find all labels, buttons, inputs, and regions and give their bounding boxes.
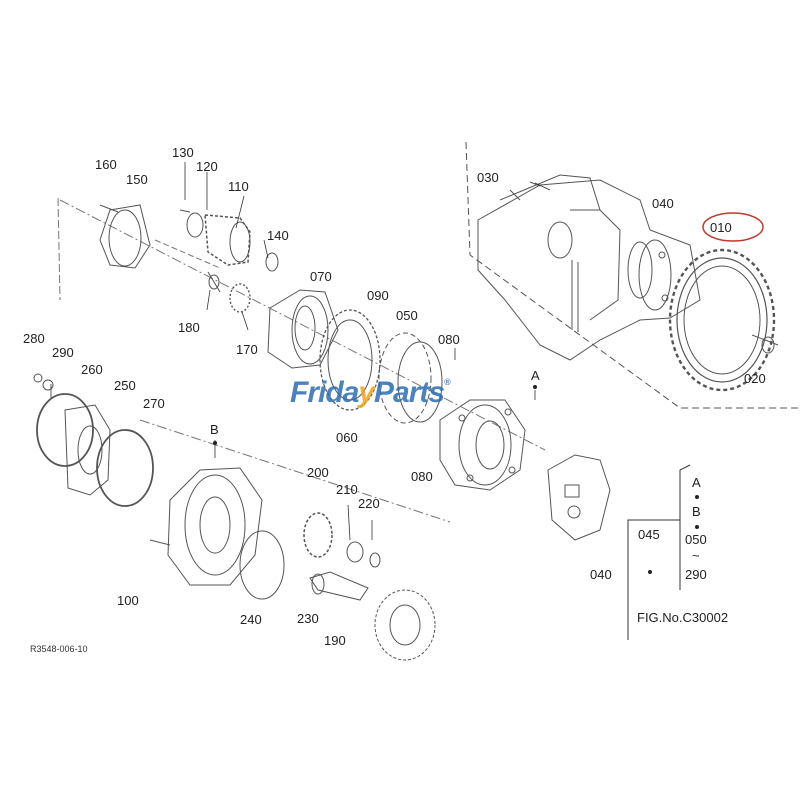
thrust-ring-240 bbox=[239, 530, 285, 600]
legend-b: B bbox=[692, 504, 701, 519]
part-label-250: 250 bbox=[114, 378, 136, 393]
legend-brackets bbox=[627, 464, 691, 640]
part-label-210: 210 bbox=[336, 482, 358, 497]
drawing-code: R3548-006-10 bbox=[30, 644, 88, 654]
small-axis-line bbox=[154, 239, 221, 269]
center-axis-line bbox=[59, 199, 546, 451]
part-label-130: 130 bbox=[172, 145, 194, 160]
part-label-200: 200 bbox=[307, 465, 329, 480]
part-label-260: 260 bbox=[81, 362, 103, 377]
hub-a bbox=[439, 399, 526, 491]
legend-a: A bbox=[692, 475, 701, 490]
flange-150 bbox=[99, 204, 151, 269]
orings-250-270 bbox=[33, 373, 154, 507]
highlight-circle-010 bbox=[702, 212, 764, 242]
part-label-040: 040 bbox=[652, 196, 674, 211]
subassembly-dashed-boundary bbox=[465, 141, 800, 409]
legend-range-end: 290 bbox=[685, 567, 707, 582]
left-boundary-line bbox=[57, 197, 61, 301]
legend-tilde: ~ bbox=[692, 548, 700, 563]
friday-parts-watermark: FridayParts® bbox=[290, 376, 451, 409]
gear-200 bbox=[303, 512, 381, 568]
part-label-230: 230 bbox=[297, 611, 319, 626]
part-label-170: 170 bbox=[236, 342, 258, 357]
part-label-070: 070 bbox=[310, 269, 332, 284]
part-label-150: 150 bbox=[126, 172, 148, 187]
watermark-registered: ® bbox=[444, 377, 451, 387]
gear-110 bbox=[179, 209, 279, 272]
part-label-280: 280 bbox=[23, 331, 45, 346]
part-label-030: 030 bbox=[477, 170, 499, 185]
seal-050 bbox=[378, 332, 443, 424]
part-label-160: 160 bbox=[95, 157, 117, 172]
part-label-240: 240 bbox=[240, 612, 262, 627]
part-label-190: 190 bbox=[324, 633, 346, 648]
part-label-060: 060 bbox=[336, 430, 358, 445]
part-label-120: 120 bbox=[196, 159, 218, 174]
part-label-100: 100 bbox=[117, 593, 139, 608]
part-label-020: 020 bbox=[744, 371, 766, 386]
part-label-110: 110 bbox=[228, 179, 249, 194]
part-label-270: 270 bbox=[143, 396, 165, 411]
valve-block bbox=[547, 454, 611, 541]
figure-number: FIG.No.C30002 bbox=[637, 610, 729, 625]
bearing-170 bbox=[207, 271, 251, 313]
carrier-b bbox=[149, 467, 263, 586]
ring-gear-090 bbox=[319, 309, 381, 411]
part-label-180: 180 bbox=[178, 320, 200, 335]
part-label-050: 050 bbox=[396, 308, 418, 323]
housing-070 bbox=[267, 289, 339, 369]
part-label-045: 045 bbox=[638, 527, 660, 542]
shaft-230 bbox=[309, 571, 369, 601]
legend-range-start: 050 bbox=[685, 532, 707, 547]
part-label-220: 220 bbox=[358, 496, 380, 511]
leader-lines bbox=[50, 162, 551, 541]
watermark-part1: Frida bbox=[290, 376, 359, 409]
part-label-080-lower: 080 bbox=[411, 469, 433, 484]
plate-190 bbox=[374, 589, 436, 661]
ref-letter-b: B bbox=[210, 422, 219, 437]
part-label-290: 290 bbox=[52, 345, 74, 360]
travel-motor-housing bbox=[477, 174, 701, 361]
part-label-010: 010 bbox=[710, 220, 732, 235]
part-label-040-legend: 040 bbox=[590, 567, 612, 582]
sprocket-010 bbox=[668, 248, 779, 392]
watermark-part2: y bbox=[358, 376, 375, 409]
part-label-080: 080 bbox=[438, 332, 460, 347]
reference-dots bbox=[213, 385, 699, 574]
watermark-part3: Parts bbox=[374, 376, 445, 409]
ref-letter-a: A bbox=[531, 368, 540, 383]
lower-boundary-line bbox=[139, 419, 451, 523]
part-label-140: 140 bbox=[267, 228, 289, 243]
part-label-090: 090 bbox=[367, 288, 389, 303]
